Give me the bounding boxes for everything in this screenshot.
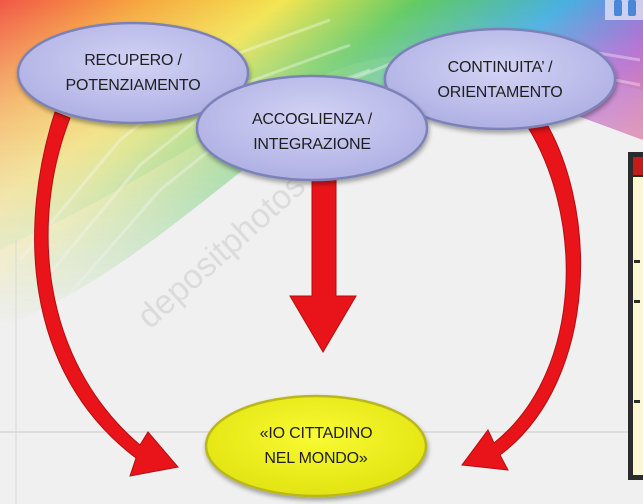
node-recupero-line1: RECUPERO / [84,52,182,69]
node-accoglienza [195,74,429,182]
node-recupero-label: RECUPERO / POTENZIAMENTO [38,45,228,101]
arrow-right-curved [461,109,582,471]
node-recupero-line2: POTENZIAMENTO [65,77,201,94]
node-accoglienza-line2: INTEGRAZIONE [253,136,371,153]
node-accoglienza-line1: ACCOGLIENZA / [251,111,373,128]
node-io-cittadino-line1: «IO CITTADINO [259,425,373,442]
node-io-cittadino-label: «IO CITTADINO NEL MONDO» [221,418,411,474]
node-continuita [383,27,617,131]
node-io-cittadino [204,394,428,498]
node-continuita-label: CONTINUITA’ / ORIENTAMENTO [405,52,595,108]
node-continuita-line2: ORIENTAMENTO [437,84,563,101]
node-continuita-line1: CONTINUITA’ / [447,59,553,76]
node-accoglienza-label: ACCOGLIENZA / INTEGRAZIONE [217,104,407,160]
node-io-cittadino-line2: NEL MONDO» [264,450,368,467]
corner-logo-icon [605,0,643,20]
arrow-down [289,169,357,353]
node-recupero [16,21,250,125]
arrow-left-curved [34,111,179,477]
side-panel-fragment [628,152,643,480]
